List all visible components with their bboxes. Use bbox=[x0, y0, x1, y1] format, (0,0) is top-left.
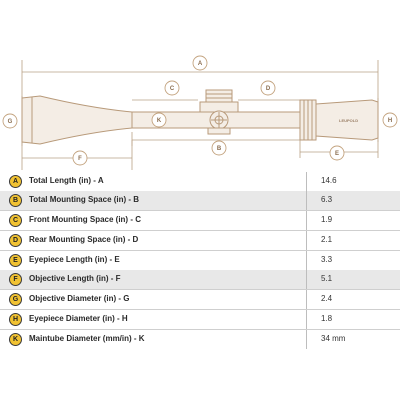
spec-row-d: D Rear Mounting Space (in) - D 2.1 bbox=[0, 230, 400, 250]
spec-row-f: F Objective Length (in) - F 5.1 bbox=[0, 270, 400, 289]
spec-value: 5.1 bbox=[321, 274, 333, 283]
marker-g: G bbox=[2, 113, 18, 129]
spec-row-e: E Eyepiece Length (in) - E 3.3 bbox=[0, 250, 400, 270]
spec-label: Maintube Diameter (mm/in) - K bbox=[29, 334, 145, 343]
spec-value: 3.3 bbox=[321, 255, 333, 264]
marker-a: A bbox=[192, 55, 208, 71]
badge-c: C bbox=[9, 214, 22, 227]
badge-a: A bbox=[9, 175, 22, 188]
spec-row-b: B Total Mounting Space (in) - B 6.3 bbox=[0, 191, 400, 210]
marker-e: E bbox=[329, 145, 345, 161]
column-divider bbox=[306, 231, 307, 250]
spec-row-c: C Front Mounting Space (in) - C 1.9 bbox=[0, 210, 400, 230]
spec-table: A Total Length (in) - A 14.6 B Total Mou… bbox=[0, 172, 400, 349]
spec-label: Eyepiece Length (in) - E bbox=[29, 255, 120, 264]
badge-g: G bbox=[9, 293, 22, 306]
column-divider bbox=[306, 251, 307, 270]
spec-value: 14.6 bbox=[321, 176, 337, 185]
spec-value: 6.3 bbox=[321, 195, 333, 204]
spec-value: 34 mm bbox=[321, 334, 346, 343]
marker-k: K bbox=[151, 112, 167, 128]
marker-b: B bbox=[211, 140, 227, 156]
column-divider bbox=[306, 290, 307, 309]
svg-text:K: K bbox=[157, 118, 162, 124]
svg-text:G: G bbox=[8, 119, 13, 125]
brand-logo-text: LEUPOLD bbox=[339, 118, 358, 123]
spec-label: Rear Mounting Space (in) - D bbox=[29, 235, 139, 244]
svg-text:B: B bbox=[217, 146, 222, 152]
svg-text:C: C bbox=[170, 86, 175, 92]
badge-k: K bbox=[9, 333, 22, 346]
spec-value: 2.4 bbox=[321, 294, 333, 303]
column-divider bbox=[306, 211, 307, 230]
spec-label: Objective Length (in) - F bbox=[29, 274, 121, 283]
scope-dimension-diagram: LEUPOLD A B C D E F G H K bbox=[2, 55, 398, 170]
spec-label: Total Length (in) - A bbox=[29, 176, 104, 185]
spec-label: Objective Diameter (in) - G bbox=[29, 294, 130, 303]
svg-text:A: A bbox=[198, 61, 203, 67]
marker-f: F bbox=[72, 150, 88, 166]
column-divider bbox=[306, 310, 307, 329]
scope-outline bbox=[21, 89, 379, 145]
marker-c: C bbox=[164, 80, 180, 96]
badge-f: F bbox=[9, 273, 22, 286]
svg-text:H: H bbox=[388, 118, 392, 124]
spec-value: 1.9 bbox=[321, 215, 333, 224]
svg-text:D: D bbox=[266, 86, 271, 92]
spec-value: 2.1 bbox=[321, 235, 333, 244]
marker-h: H bbox=[382, 112, 398, 128]
spec-label: Eyepiece Diameter (in) - H bbox=[29, 314, 128, 323]
column-divider bbox=[306, 270, 307, 289]
column-divider bbox=[306, 191, 307, 210]
svg-text:F: F bbox=[78, 156, 82, 162]
spec-label: Front Mounting Space (in) - C bbox=[29, 215, 141, 224]
spec-row-k: K Maintube Diameter (mm/in) - K 34 mm bbox=[0, 329, 400, 349]
badge-d: D bbox=[9, 234, 22, 247]
badge-b: B bbox=[9, 194, 22, 207]
spec-value: 1.8 bbox=[321, 314, 333, 323]
spec-row-h: H Eyepiece Diameter (in) - H 1.8 bbox=[0, 309, 400, 329]
spec-row-g: G Objective Diameter (in) - G 2.4 bbox=[0, 289, 400, 309]
badge-h: H bbox=[9, 313, 22, 326]
marker-d: D bbox=[260, 80, 276, 96]
column-divider bbox=[306, 172, 307, 191]
svg-text:E: E bbox=[335, 151, 339, 157]
badge-e: E bbox=[9, 254, 22, 267]
spec-row-a: A Total Length (in) - A 14.6 bbox=[0, 172, 400, 191]
column-divider bbox=[306, 330, 307, 349]
spec-label: Total Mounting Space (in) - B bbox=[29, 195, 140, 204]
